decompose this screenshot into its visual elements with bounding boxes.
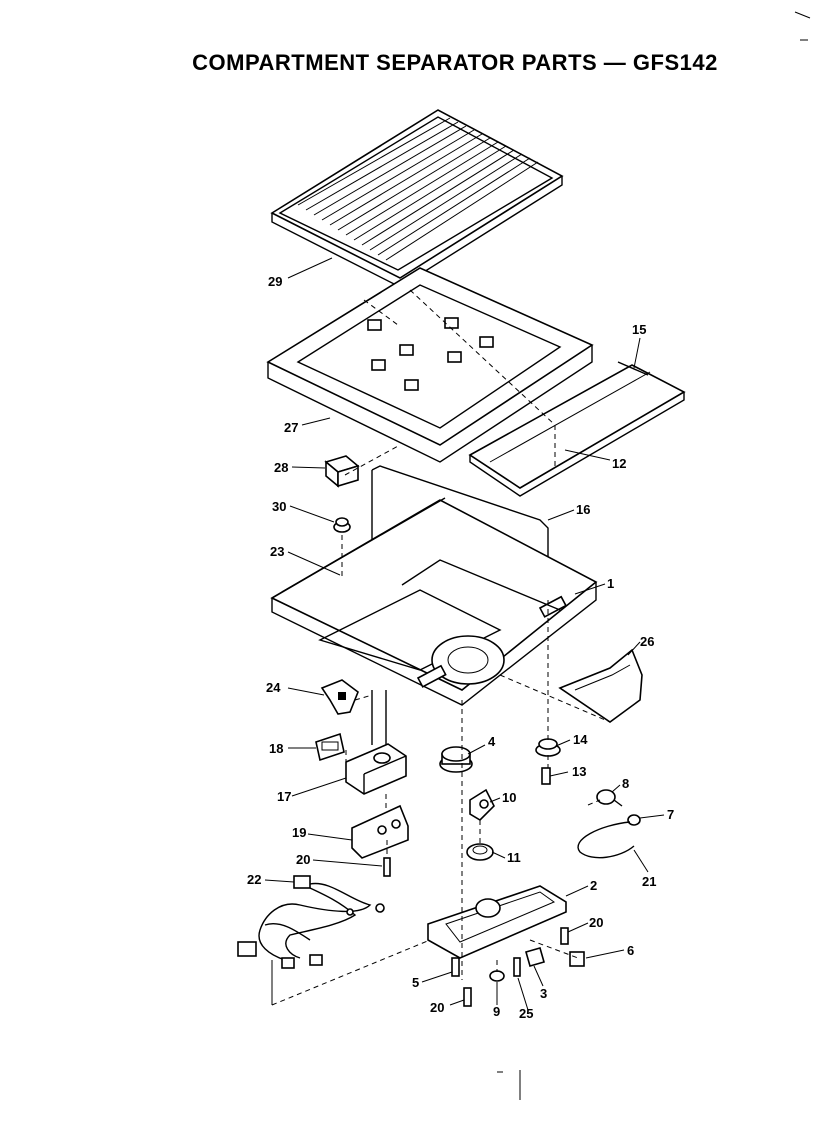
assembly-guide-lines <box>271 289 611 1006</box>
callout-15: 15 <box>632 322 646 337</box>
part-20-screw-bottom <box>463 987 472 1007</box>
part-5-screw <box>451 957 460 977</box>
part-18-bracket <box>315 732 345 762</box>
part-21-lamp-wire <box>577 821 635 859</box>
callout-3: 3 <box>540 986 547 1001</box>
callout-7: 7 <box>667 807 674 822</box>
callout-20b: 20 <box>589 915 603 930</box>
part-7-lamp <box>627 814 641 826</box>
callout-6: 6 <box>627 943 634 958</box>
callout-21: 21 <box>642 874 656 889</box>
callout-4: 4 <box>488 734 496 749</box>
part-6-nut <box>569 951 585 967</box>
part-1-separator-pan <box>270 497 598 706</box>
callout-9: 9 <box>493 1004 500 1019</box>
callout-5: 5 <box>412 975 419 990</box>
part-4-grommet <box>439 746 473 773</box>
part-17-housing <box>345 690 407 795</box>
part-19-control-bracket <box>351 804 409 859</box>
callout-1: 1 <box>607 576 614 591</box>
scan-marks <box>497 11 811 1100</box>
callout-13: 13 <box>572 764 586 779</box>
callout-2: 2 <box>590 878 597 893</box>
callout-25: 25 <box>519 1006 533 1021</box>
callout-17: 17 <box>277 789 291 804</box>
part-12-rear-channel <box>468 361 686 497</box>
part-20-screw-right <box>560 927 569 945</box>
part-28-block <box>324 455 360 488</box>
part-20-screw <box>383 840 391 877</box>
callout-28: 28 <box>274 460 288 475</box>
part-27-compartment-frame <box>266 267 594 463</box>
part-30-grommet <box>333 517 351 533</box>
part-14-grommet <box>535 738 561 757</box>
part-2-lower-housing <box>427 885 567 959</box>
callout-11: 11 <box>507 850 521 865</box>
callout-18: 18 <box>269 741 283 756</box>
part-25-screw <box>513 957 521 977</box>
callout-26: 26 <box>640 634 654 649</box>
part-11-knob <box>466 843 494 861</box>
part-24-clip <box>320 679 359 715</box>
callout-12: 12 <box>612 456 626 471</box>
callout-16: 16 <box>576 502 590 517</box>
callout-8: 8 <box>622 776 629 791</box>
callout-19: 19 <box>292 825 306 840</box>
callout-14: 14 <box>573 732 588 747</box>
part-22-wiring-harness <box>237 875 385 969</box>
part-13-pin <box>541 767 551 785</box>
part-29-shelf-grille <box>270 109 564 288</box>
callout-leader-lines <box>264 257 665 1011</box>
part-10-damper <box>469 788 495 822</box>
part-16-wire-tube <box>371 465 549 600</box>
callout-24: 24 <box>266 680 281 695</box>
callout-27: 27 <box>284 420 298 435</box>
part-8-lamp-socket <box>596 789 623 807</box>
callout-10: 10 <box>502 790 516 805</box>
page-title: COMPARTMENT SEPARATOR PARTS — GFS142 <box>192 50 718 75</box>
callout-23: 23 <box>270 544 284 559</box>
callout-30: 30 <box>272 499 286 514</box>
callout-22: 22 <box>247 872 261 887</box>
part-3-nut <box>525 947 545 967</box>
part-26-gasket <box>558 648 643 723</box>
part-9-washer <box>489 970 505 982</box>
callout-20c: 20 <box>430 1000 444 1015</box>
callout-29: 29 <box>268 274 282 289</box>
callout-20: 20 <box>296 852 310 867</box>
callout-labels: 29 15 27 12 28 16 30 23 1 26 24 4 14 18 … <box>247 274 674 1021</box>
